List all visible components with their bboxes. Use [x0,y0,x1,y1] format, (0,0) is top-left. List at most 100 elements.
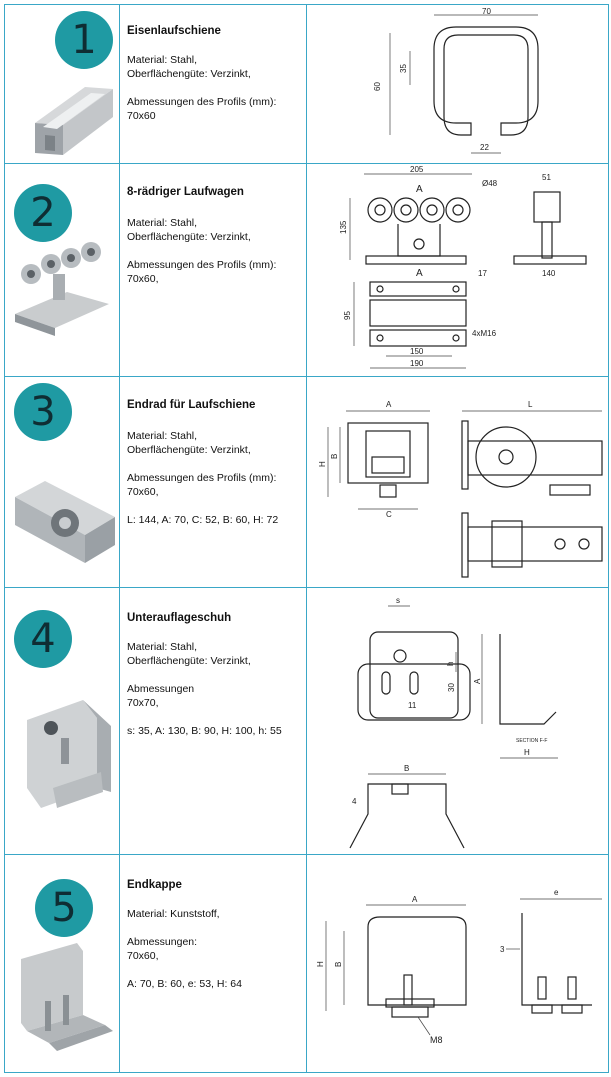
detail-line [127,499,302,513]
dim-mid: 35 [399,64,408,73]
dim-height: 60 [373,82,382,91]
carriage-image [15,242,109,336]
detail-line: Abmessungen des Profils (mm): [127,96,277,108]
endwheel-image [15,481,115,563]
rail-drawing: 70 60 35 22 [373,7,539,154]
image-cell: 3 [5,377,120,587]
detail-line: 70x70, [127,697,159,709]
dim-l: L [528,400,533,409]
dim-base: 140 [542,269,556,278]
detail-line: Oberflächengüte: Verzinkt, [127,444,251,456]
dim-h: H [318,461,327,467]
text-cell: Eisenlaufschiene Material: Stahl, Oberfl… [119,5,307,163]
image-cell: 1 [5,5,120,163]
product-title: Endkappe [127,879,182,891]
product-title: Unterauflageschuh [127,612,232,624]
product-title: Endrad für Laufschiene [127,399,256,411]
dim-b: B [334,962,343,967]
detail-line: Abmessungen des Profils (mm): [127,259,277,271]
detail-line: 70x60, [127,273,159,285]
product-details: Material: Stahl, Oberflächengüte: Verzin… [127,216,302,286]
number-badge: 5 [35,879,93,937]
detail-line: Oberflächengüte: Verzinkt, [127,231,251,243]
dim-w: 205 [410,165,424,174]
endwheel-drawing: A H B C L [318,400,603,578]
table-row: 4 Unterauflageschuh Material: Stahl, Obe… [4,587,609,855]
product-details: Material: Stahl, Oberflächengüte: Verzin… [127,53,302,123]
detail-line: Material: Stahl, [127,54,198,66]
dim-a: A [386,400,392,409]
table-row: 3 Endrad für Laufschiene Material: Stahl… [4,376,609,588]
table-row: 5 Endkappe Material: Kunststoff, Abmessu… [4,854,609,1073]
dim-bolt: 4xM16 [472,329,497,338]
dim-t: 17 [478,269,487,278]
detail-line: A: 70, B: 60, e: 53, H: 64 [127,978,242,990]
image-cell: 4 [5,588,120,854]
text-cell: Endrad für Laufschiene Material: Stahl, … [119,377,307,587]
number-badge: 2 [14,184,72,242]
detail-line: Oberflächengüte: Verzinkt, [127,655,251,667]
detail-line: Oberflächengüte: Verzinkt, [127,68,251,80]
detail-line: L: 144, A: 70, C: 52, B: 60, H: 72 [127,514,279,526]
dim-s: s [396,596,400,605]
table-row: 2 8-rädriger Laufwagen Material: Stahl, … [4,163,609,377]
detail-line: Abmessungen: [127,936,198,948]
drawing-cell: A H B M8 e 3 [306,855,608,1072]
dim-gap: 22 [480,143,489,152]
dim-a2: A [416,268,423,279]
endcap-drawing: A H B M8 e 3 [316,888,602,1045]
dim-d: Ø48 [482,179,498,188]
section-label: SECTION F-F [516,738,547,744]
text-cell: Unterauflageschuh Material: Stahl, Oberf… [119,588,307,854]
detail-line [127,457,302,471]
dim-b: B [330,454,339,459]
detail-line: s: 35, A: 130, B: 90, H: 100, h: 55 [127,725,282,737]
detail-line: Abmessungen [127,683,195,695]
table-row: 1 Eisenlaufschiene Material: Stahl, Ober… [4,4,609,164]
dim-h: h [446,662,455,666]
detail-line [127,81,302,95]
drawing-cell: 205 Ø48 A 135 A 17 51 140 [306,164,608,376]
detail-line: 70x60, [127,950,159,962]
dim-30: 30 [447,683,456,692]
text-cell: Endkappe Material: Kunststoff, Abmessung… [119,855,307,1072]
image-cell: 5 [5,855,120,1072]
dim-side: 51 [542,173,551,182]
number-badge: 4 [14,610,72,668]
image-cell: 2 [5,164,120,376]
drawing-cell: 70 60 35 22 [306,5,608,163]
dim-11: 11 [408,701,417,710]
dim-e: e [554,888,559,897]
product-table: 1 Eisenlaufschiene Material: Stahl, Ober… [4,4,609,1073]
dim-a: A [473,678,482,684]
number-badge: 3 [14,383,72,441]
dim-h: 135 [339,220,348,234]
product-title: 8-rädriger Laufwagen [127,186,244,198]
detail-line: Material: Stahl, [127,641,198,653]
dim-a: A [416,184,423,195]
endcap-image [21,943,113,1051]
drawing-cell: A H B C L [306,377,608,587]
dim-4: 4 [352,797,357,806]
detail-line [127,710,302,724]
detail-line [127,668,302,682]
product-details: Material: Stahl, Oberflächengüte: Verzin… [127,429,302,527]
dim-p: 95 [343,311,352,320]
shoe-drawing: s h 30 11 A SECTION F-F H B [349,596,558,849]
dim-m: M8 [430,1035,443,1045]
detail-line: Material: Stahl, [127,430,198,442]
dim-width: 70 [482,7,491,16]
detail-line: Abmessungen des Profils (mm): [127,472,277,484]
rail-image [35,87,113,155]
detail-line: 70x60, [127,486,159,498]
detail-line [127,244,302,258]
dim-b1: 150 [410,347,424,356]
shoe-image [27,700,111,808]
drawing-cell: s h 30 11 A SECTION F-F H B [306,588,608,854]
dim-hh: H [524,748,530,757]
product-details: Material: Stahl, Oberflächengüte: Verzin… [127,640,302,738]
product-title: Eisenlaufschiene [127,25,221,37]
detail-line: 70x60 [127,110,156,122]
detail-line: Material: Kunststoff, [127,908,220,920]
dim-c: C [386,510,392,519]
